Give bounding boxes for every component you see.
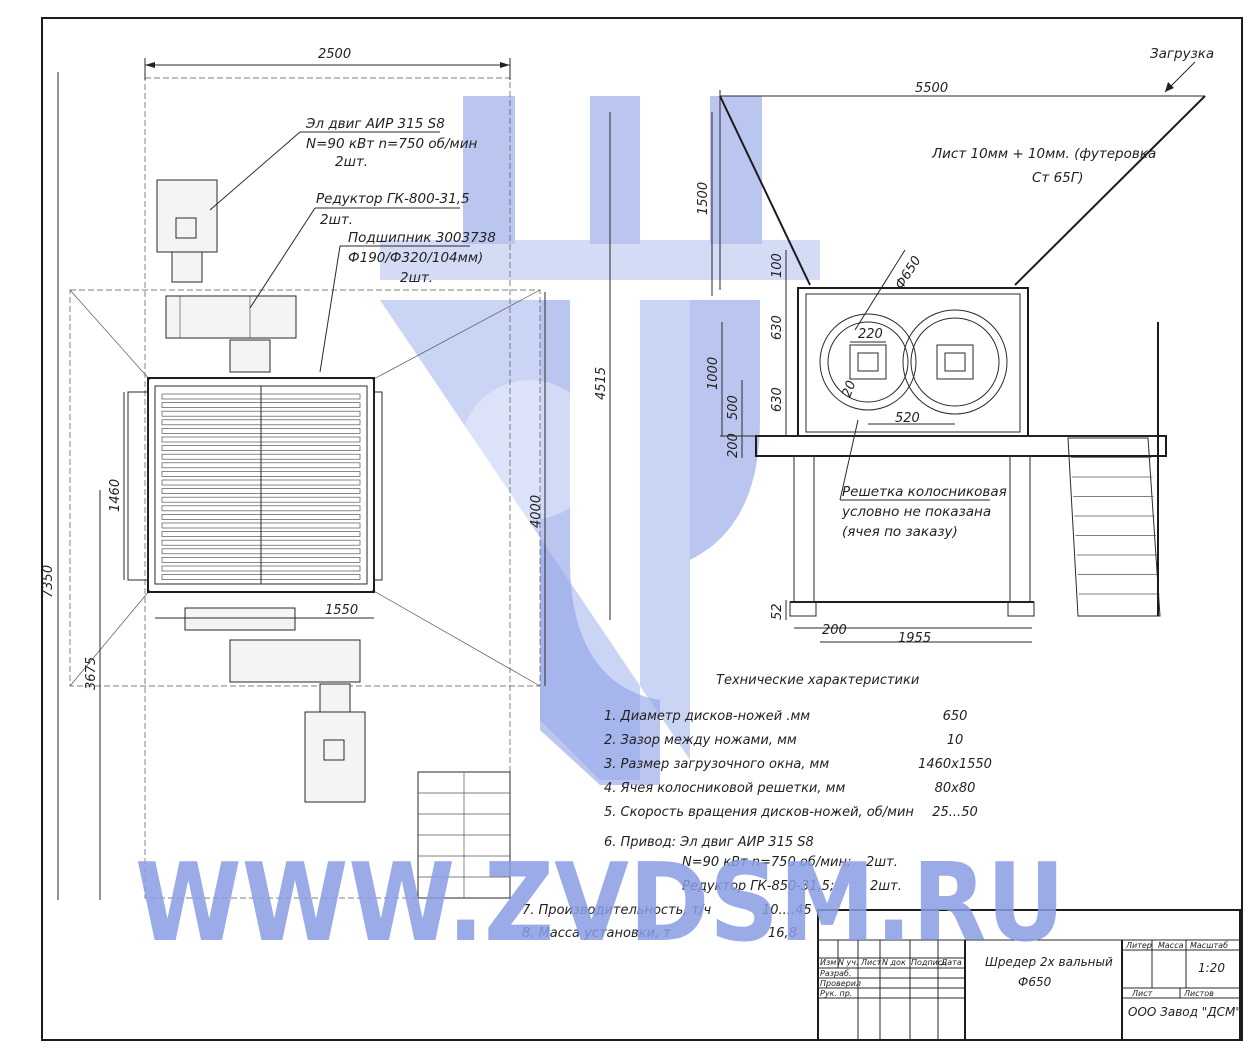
grate-callout-1: Решетка колосниковая <box>842 484 1007 500</box>
dim-1500: 1500 <box>696 182 711 215</box>
sheet-callout-2: Ст 65Г) <box>1032 170 1084 186</box>
motor-callout-1: Эл двиг АИР 315 S8 <box>305 116 445 132</box>
dim-5500: 5500 <box>915 81 948 96</box>
tb-litera: Литер <box>1125 941 1152 950</box>
tb-massa: Масса <box>1158 941 1184 950</box>
dim-3675: 3675 <box>84 657 99 690</box>
dim-4515: 4515 <box>594 367 609 400</box>
motor-callout-2: N=90 кВт n=750 об/мин <box>306 136 477 152</box>
spec-label: 3. Размер загрузочного окна, мм <box>604 757 829 772</box>
motor-callout-3: 2шт. <box>335 154 368 170</box>
motor-bottom <box>304 711 366 803</box>
dim-52: 52 <box>770 603 785 620</box>
dim-1000: 1000 <box>706 357 721 390</box>
watermark-url: WWW.ZVDSM.RU <box>135 841 1065 966</box>
dim-7350: 7350 <box>41 565 56 598</box>
bearing-callout-1: Подшипник 3003738 <box>348 230 496 246</box>
tb-masshtab: Масштаб <box>1190 941 1228 950</box>
spec-drive-3q: 2шт. <box>870 879 902 894</box>
tb-list-label: Лист <box>1131 989 1153 998</box>
dim-4000: 4000 <box>529 495 544 528</box>
dim-100: 100 <box>770 253 785 278</box>
tb-listov-label: Листов <box>1183 989 1214 998</box>
spec-8-value: 16,8 <box>768 926 797 941</box>
dim-200h: 200 <box>726 433 741 458</box>
sheet-callout-1: Лист 10мм + 10мм. (футеровка <box>931 146 1156 162</box>
watermark-logo <box>380 96 820 785</box>
dim-1460: 1460 <box>108 479 123 512</box>
grate-callout-3: (ячея по заказу) <box>842 524 958 540</box>
spec-value: 25...50 <box>932 805 977 820</box>
dim-220: 220 <box>858 327 883 342</box>
spec-drive-2: N=90 кВт n=750 об/мин; <box>682 855 851 870</box>
side-view: Загрузка 5500 Лист 10мм + 10мм. (футеров… <box>594 46 1214 646</box>
dim-2500: 2500 <box>318 47 351 62</box>
spec-value: 10 <box>947 733 964 748</box>
dim-1955: 1955 <box>898 631 931 646</box>
reducer-callout-2: 2шт. <box>320 212 353 228</box>
plan-view: 2500 7350 3675 <box>41 47 546 900</box>
grate-callout-2: условно не показана <box>841 504 991 520</box>
tb-ruk: Рук. пр. <box>820 989 852 998</box>
spec-7-label: 7. Производительность, т/ч <box>522 903 712 918</box>
tb-nuch: N уч. <box>838 958 859 967</box>
dim-630b: 630 <box>770 387 785 412</box>
spec-value: 1460x1550 <box>918 757 992 772</box>
dim-1550: 1550 <box>325 603 358 618</box>
tb-podp: Подпись <box>911 958 947 967</box>
spec-value: 650 <box>943 709 968 724</box>
reducer-callout-1: Редуктор ГК-800-31,5 <box>316 191 470 207</box>
specs: Технические характеристики 1. Диаметр ди… <box>522 673 992 941</box>
dim-r20: 20 <box>840 379 860 400</box>
tb-izm: Изм <box>820 958 836 967</box>
specs-title: Технические характеристики <box>716 673 919 688</box>
title-block: Изм N уч. Лист N док Подпись Дата Разраб… <box>817 909 1241 1041</box>
dim-630a: 630 <box>770 315 785 340</box>
tb-ndok: N док <box>882 958 906 967</box>
spec-label: 4. Ячея колосниковой решетки, мм <box>604 781 845 796</box>
spec-value: 80x80 <box>935 781 976 796</box>
spec-label: 5. Скорость вращения дисков-ножей, об/ми… <box>604 805 914 820</box>
tb-name-2: Ф650 <box>1018 975 1052 989</box>
dim-500: 500 <box>726 395 741 420</box>
spec-label: 2. Зазор между ножами, мм <box>604 733 797 748</box>
spec-drive-2q: 2шт. <box>866 855 898 870</box>
tb-data: Дата <box>940 958 962 967</box>
dim-520: 520 <box>895 411 920 426</box>
tb-razrab: Разраб. <box>820 969 851 978</box>
motor-top <box>156 179 218 253</box>
spec-drive-3: Редуктор ГК-850-31,5; <box>682 879 834 894</box>
spec-7-value: 10....45 <box>762 903 812 918</box>
tb-name-1: Шредер 2х вальный <box>985 955 1113 969</box>
tb-company: ООО Завод "ДСМ" <box>1128 1005 1241 1019</box>
tb-prover: Проверил <box>820 979 861 988</box>
loading-label: Загрузка <box>1150 46 1214 62</box>
bearing-callout-3: 2шт. <box>400 270 433 286</box>
tb-list: Лист <box>860 958 882 967</box>
sheet-frame <box>41 17 1243 1041</box>
bearing-callout-2: Ф190/Ф320/104мм) <box>348 250 483 266</box>
spec-8-label: 8. Масса установки, т <box>522 926 671 941</box>
spec-drive-1: 6. Привод: Эл двиг АИР 315 S8 <box>604 835 814 850</box>
dim-200w: 200 <box>822 623 847 638</box>
tb-scale: 1:20 <box>1198 961 1225 975</box>
spec-label: 1. Диаметр дисков-ножей .мм <box>604 709 810 724</box>
